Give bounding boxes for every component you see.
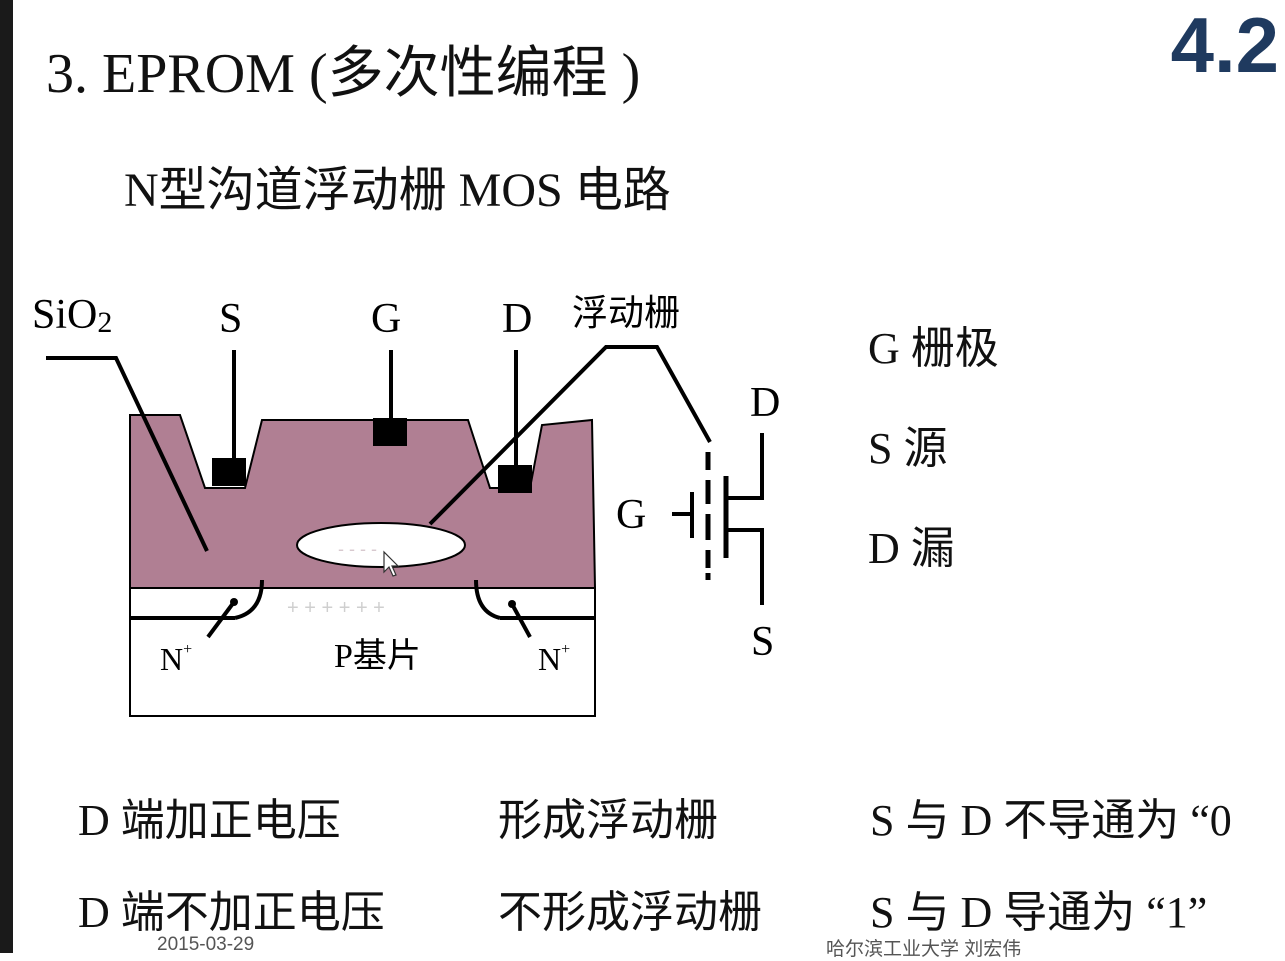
section-number: 4.2 [1170,1,1279,89]
symbol-source-wire [726,528,764,605]
gate-label: G [371,296,401,342]
negative-charge-marks: - - - - [338,539,377,559]
n-plus-right-label: N+ [538,641,570,677]
sio2-pointer-line [46,356,209,552]
symbol-source-label: S [751,619,774,665]
mouse-cursor-icon [383,550,400,577]
row-1-condition: D 端加正电压 [78,796,341,845]
sio2-oxide-layer [129,414,597,589]
row-2-result: S 与 D 导通为 “1” [870,888,1208,937]
floating-gate [296,522,466,568]
n-plus-right-pointer [510,603,532,638]
source-electrode [212,458,246,486]
symbol-gate-label: G [616,492,646,538]
slide-subtitle: N型沟道浮动栅 MOS 电路 [124,164,671,217]
symbol-drain-label: D [750,380,780,426]
sio2-label: SiO2 [32,292,112,339]
symbol-drain-wire [726,433,764,500]
n-plus-right-curve [474,579,501,620]
drain-label: D [502,296,532,342]
n-plus-left-dot [230,598,238,606]
mosfet-symbol [672,433,764,605]
p-substrate-label: P基片 [334,637,421,675]
slide-title: 3. EPROM (多次性编程 ) [46,43,641,105]
p-substrate-region [129,587,596,717]
row-1-result: S 与 D 不导通为 “0 [870,796,1232,845]
legend-drain: D 漏 [868,524,955,573]
gate-electrode [373,418,407,446]
legend-gate: G 栅极 [868,324,999,373]
n-plus-left-pointer [206,600,236,639]
row-2-effect: 不形成浮动栅 [498,888,762,937]
drain-electrode [498,465,532,493]
source-label: S [219,296,242,342]
row-1-effect: 形成浮动栅 [498,796,718,845]
n-plus-right-dot [508,600,516,608]
n-plus-left-label: N+ [160,641,192,677]
positive-charge-marks: + + + + + + [287,597,385,619]
floating-gate-pointer-line [428,345,712,526]
footer-date: 2015-03-29 [157,934,255,955]
footer-credit: 哈尔滨工业大学 刘宏伟 [826,939,1022,960]
row-2-condition: D 端不加正电压 [78,888,385,937]
floating-gate-label: 浮动栅 [572,293,680,333]
legend-source: S 源 [868,424,948,473]
left-edge-bar [0,0,13,953]
n-plus-left-curve [234,579,264,620]
